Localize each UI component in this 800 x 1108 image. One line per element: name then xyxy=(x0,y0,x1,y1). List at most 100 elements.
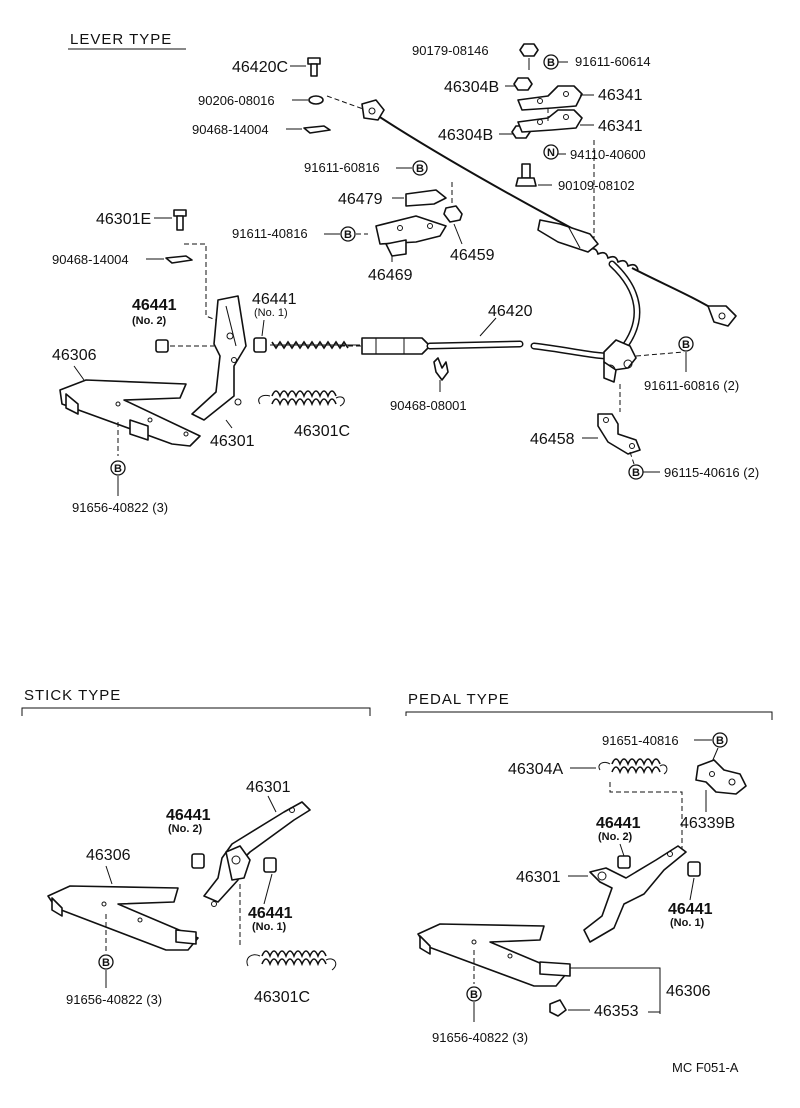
svg-text:(No. 1): (No. 1) xyxy=(254,307,288,319)
stick-type-header: STICK TYPE xyxy=(21,687,371,716)
svg-text:(No. 1): (No. 1) xyxy=(670,917,705,929)
stick-spring-46301C: 46301C xyxy=(246,950,337,1006)
pedal-part-46353: 46353 xyxy=(549,999,660,1020)
svg-text:46301: 46301 xyxy=(516,869,561,886)
svg-text:46458: 46458 xyxy=(530,431,575,448)
svg-text:(No. 1): (No. 1) xyxy=(252,921,287,933)
callout-94110-40600: N 94110-40600 xyxy=(543,144,646,162)
pedal-bushing-46441-no2: 46441 (No. 2) xyxy=(596,815,641,869)
bracket-46341-lower: 46341 xyxy=(517,109,643,135)
svg-text:B: B xyxy=(416,163,424,175)
stick-bushing-46441-no1: 46441 (No. 1) xyxy=(239,857,293,948)
stick-bracket-46306: 46306 xyxy=(47,847,199,954)
nut-46304B-upper: 46304B xyxy=(444,77,533,96)
bracket-46306: 46306 xyxy=(52,347,201,456)
callout-96115-40616-2: B 96115-40616 (2) xyxy=(628,464,759,480)
nut-46304B-lower: 46304B xyxy=(438,125,531,144)
svg-text:B: B xyxy=(102,957,110,969)
lever-46301: 46301 xyxy=(191,295,255,450)
svg-text:B: B xyxy=(632,467,640,479)
clip-90468-14004-b: 90468-14004 xyxy=(52,243,217,321)
pedal-bracket-46306: 46306 xyxy=(417,923,711,1014)
svg-text:46306: 46306 xyxy=(52,347,97,364)
svg-text:91656-40822 (3): 91656-40822 (3) xyxy=(72,500,168,515)
svg-text:B: B xyxy=(114,463,122,475)
pedal-type-header: PEDAL TYPE xyxy=(405,691,773,720)
svg-text:91651-40816: 91651-40816 xyxy=(602,733,679,748)
svg-text:46441: 46441 xyxy=(668,901,713,918)
clip-90468-14004-a: 90468-14004 xyxy=(192,122,331,137)
bracket-46458: 46458 xyxy=(530,413,641,465)
svg-text:90179-08146: 90179-08146 xyxy=(412,43,489,58)
pedal-bracket-46339B: 46339B xyxy=(680,759,747,832)
callout-91611-40816: 91611-40816 B xyxy=(232,226,368,242)
cable-end-eye-right xyxy=(707,305,737,327)
svg-text:46301C: 46301C xyxy=(294,423,350,440)
pedal-bushing-46441-no1: 46441 (No. 1) xyxy=(668,861,713,929)
svg-text:N: N xyxy=(547,147,555,159)
svg-text:46441: 46441 xyxy=(252,291,297,308)
washer-90206-08016: 90206-08016 xyxy=(198,93,324,108)
pedal-callout-91651-40816: 91651-40816 B xyxy=(602,732,728,763)
svg-text:91611-60816 (2): 91611-60816 (2) xyxy=(644,378,739,393)
svg-text:46301: 46301 xyxy=(210,433,255,450)
svg-text:(No. 2): (No. 2) xyxy=(168,823,203,835)
svg-text:(No. 2): (No. 2) xyxy=(132,315,167,327)
svg-text:(No. 2): (No. 2) xyxy=(598,831,633,843)
figure-code: MC F051-A xyxy=(672,1060,739,1075)
nut-90179-08146: 90179-08146 xyxy=(412,43,539,70)
svg-text:46301C: 46301C xyxy=(254,989,310,1006)
bracket-46341-upper: 46341 xyxy=(517,85,643,111)
cable-46420: 46420 xyxy=(270,219,685,412)
svg-text:90206-08016: 90206-08016 xyxy=(198,93,275,108)
pedal-type-title: PEDAL TYPE xyxy=(408,691,510,708)
svg-text:46479: 46479 xyxy=(338,191,383,208)
bracket-46469: 46469 xyxy=(368,215,447,284)
svg-text:91611-60614: 91611-60614 xyxy=(575,54,651,69)
svg-text:46341: 46341 xyxy=(598,118,643,135)
clip-90468-08001: 90468-08001 xyxy=(390,357,467,413)
svg-text:46306: 46306 xyxy=(666,983,711,1000)
bushing-46441-no2: 46441 (No. 2) xyxy=(132,297,214,353)
svg-text:46304B: 46304B xyxy=(438,127,493,144)
svg-text:96115-40616 (2): 96115-40616 (2) xyxy=(664,465,759,480)
callout-91611-60614: B 91611-60614 xyxy=(543,54,651,70)
cable-end-eye-left xyxy=(361,99,385,121)
pedal-callout-91656-40822: B 91656-40822 (3) xyxy=(432,986,528,1045)
svg-text:46304B: 46304B xyxy=(444,79,499,96)
svg-text:91611-60816: 91611-60816 xyxy=(304,160,380,175)
svg-text:B: B xyxy=(682,339,690,351)
svg-text:46304A: 46304A xyxy=(508,761,563,778)
svg-text:91656-40822 (3): 91656-40822 (3) xyxy=(432,1030,528,1045)
bolt-46420C: 46420C xyxy=(232,57,321,77)
stud-90109-08102: 90109-08102 xyxy=(515,163,635,193)
svg-text:46420C: 46420C xyxy=(232,59,288,76)
svg-text:46441: 46441 xyxy=(166,807,211,824)
svg-text:B: B xyxy=(344,229,352,241)
svg-text:B: B xyxy=(547,57,555,69)
svg-text:46469: 46469 xyxy=(368,267,413,284)
pedal-lever-46301: 46301 xyxy=(516,845,687,943)
spring-46301C: 46301C xyxy=(258,390,350,440)
bushing-46441-no1: 46441 (No. 1) xyxy=(252,291,297,353)
svg-text:46420: 46420 xyxy=(488,303,533,320)
svg-text:B: B xyxy=(470,989,478,1001)
svg-text:94110-40600: 94110-40600 xyxy=(570,147,646,162)
callout-91611-60816-2: B 91611-60816 (2) xyxy=(644,336,739,393)
inner-cable xyxy=(326,95,737,327)
svg-text:46339B: 46339B xyxy=(680,815,735,832)
callout-91611-60816-a: 91611-60816 B xyxy=(304,160,428,176)
svg-text:46459: 46459 xyxy=(450,247,495,264)
svg-text:46306: 46306 xyxy=(86,847,131,864)
svg-text:B: B xyxy=(716,735,724,747)
svg-text:91611-40816: 91611-40816 xyxy=(232,226,308,241)
svg-text:46441: 46441 xyxy=(248,905,293,922)
svg-text:90468-14004: 90468-14004 xyxy=(192,122,269,137)
svg-text:46301E: 46301E xyxy=(96,211,151,228)
lever-type-title: LEVER TYPE xyxy=(70,31,172,48)
stick-type-title: STICK TYPE xyxy=(24,687,121,704)
svg-text:46441: 46441 xyxy=(132,297,177,314)
lever-type-header: LEVER TYPE xyxy=(68,31,186,50)
svg-text:46301: 46301 xyxy=(246,779,291,796)
